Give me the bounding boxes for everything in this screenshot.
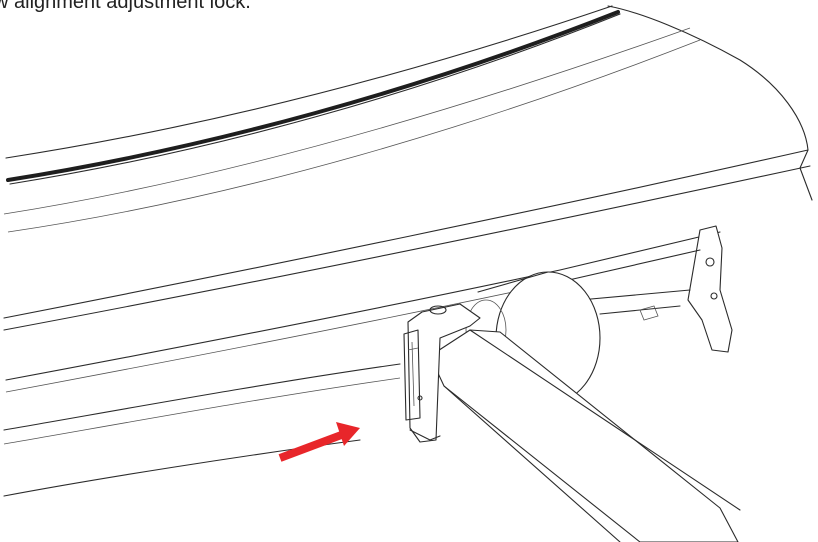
housing-end-cap [607,5,813,201]
body-edge-1 [3,363,401,431]
side-bracket [687,225,733,353]
lock-housing [407,303,481,443]
cover-underside [5,231,721,381]
cover-ridge [9,13,621,185]
lock-lever [403,329,421,421]
lock-screw [429,305,447,315]
instruction-caption: w alignment adjustment lock. [0,0,251,13]
cover-facet-1 [3,27,691,215]
bracket-hole-1 [705,257,715,267]
cover-lower-lip [3,165,811,331]
shaft-edge [443,329,741,542]
cover-front-edge [3,149,809,319]
cover-inner-line [5,281,561,393]
bracket-hole-2 [710,292,718,300]
right-arrow-icon [278,422,360,462]
spindle-shaft [429,329,739,542]
top-cover-edge [5,5,613,159]
body-edge-2 [3,377,401,445]
lock-slot [407,341,419,407]
rear-clip [639,305,659,321]
lock-base [409,429,441,441]
lock-pin [417,395,423,401]
cover-facet-2 [7,39,701,233]
cover-seal-strip [6,10,620,182]
